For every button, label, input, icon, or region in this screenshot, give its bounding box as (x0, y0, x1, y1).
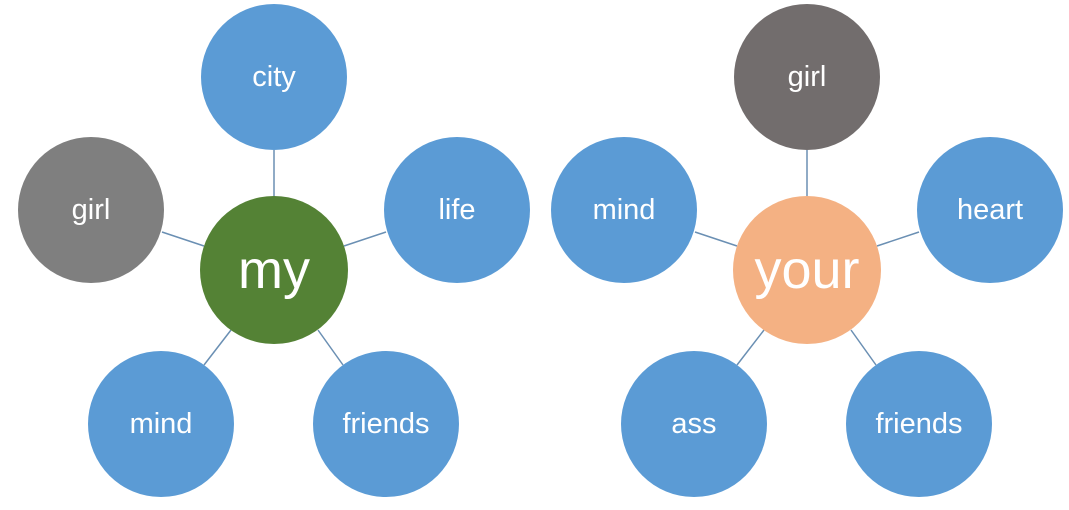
leaf-node-girl: girl (734, 4, 880, 150)
center-node-your: your (733, 196, 881, 344)
connector-your-heart (876, 231, 920, 247)
leaf-node-ass: ass (621, 351, 767, 497)
leaf-label: girl (71, 193, 111, 226)
connector-my-life (343, 231, 387, 247)
connector-my-mind (203, 329, 232, 366)
center-node-my: my (200, 196, 348, 344)
leaf-label: life (438, 193, 476, 226)
leaf-node-mind: mind (551, 137, 697, 283)
connector-my-girl (161, 231, 205, 247)
connector-your-ass (736, 329, 765, 366)
leaf-node-mind: mind (88, 351, 234, 497)
leaf-label: girl (787, 60, 827, 93)
leaf-label: city (252, 60, 296, 93)
center-label: my (238, 240, 310, 300)
leaf-node-city: city (201, 4, 347, 150)
leaf-label: mind (129, 407, 193, 440)
leaf-node-friends: friends (846, 351, 992, 497)
leaf-node-heart: heart (917, 137, 1063, 283)
leaf-node-life: life (384, 137, 530, 283)
leaf-label: heart (956, 193, 1024, 226)
leaf-label: friends (342, 407, 430, 440)
leaf-label: ass (671, 407, 717, 440)
connector-your-friends (850, 329, 877, 366)
connector-my-friends (317, 329, 344, 366)
connector-your-mind (694, 231, 738, 247)
leaf-node-friends: friends (313, 351, 459, 497)
center-label: your (754, 240, 860, 300)
leaf-label: friends (875, 407, 963, 440)
leaf-label: mind (592, 193, 656, 226)
leaf-node-girl: girl (18, 137, 164, 283)
